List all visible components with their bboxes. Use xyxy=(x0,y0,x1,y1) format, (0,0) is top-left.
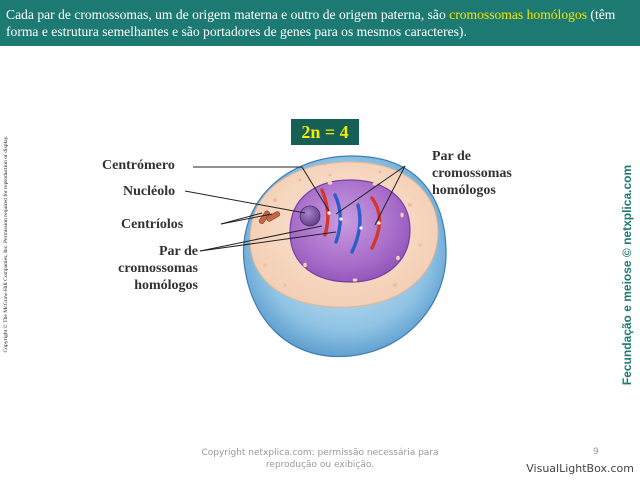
label-centromere: Centrómero xyxy=(102,158,175,173)
header-highlight-2: homólogos xyxy=(526,7,588,22)
nuclear-pores xyxy=(303,181,404,282)
header-highlight-1: cromossomas xyxy=(449,7,524,22)
maternal-chromosome-1 xyxy=(320,188,330,237)
ploidy-badge: 2n = 4 xyxy=(291,119,359,145)
header-text-1: Cada par de cromossomas, um de origem ma… xyxy=(6,7,450,22)
header-text-2: (têm forma e estrutura semelhantes e são… xyxy=(6,7,616,39)
maternal-chromosome-2 xyxy=(370,196,382,250)
cytoplasm-granules xyxy=(263,170,422,287)
nucleolus xyxy=(299,205,321,227)
header-banner: Cada par de cromossomas, um de origem ma… xyxy=(0,0,640,46)
watermark[interactable]: VisualLightBox.com xyxy=(526,462,634,475)
nucleus xyxy=(289,179,411,283)
label-nucleolus: Nucléolo xyxy=(123,184,176,199)
label-centrioles: Centríolos xyxy=(121,217,184,232)
label-homologous-right: Par de cromossomas homólogos xyxy=(432,149,512,198)
centromeres xyxy=(327,211,381,230)
page-number: 9 xyxy=(593,447,599,457)
footer-copyright: Copyright netxplica.com: permissão neces… xyxy=(201,448,439,470)
leader-lines xyxy=(184,165,406,252)
label-homologous-left: Par de cromossomas homólogos xyxy=(118,244,198,293)
